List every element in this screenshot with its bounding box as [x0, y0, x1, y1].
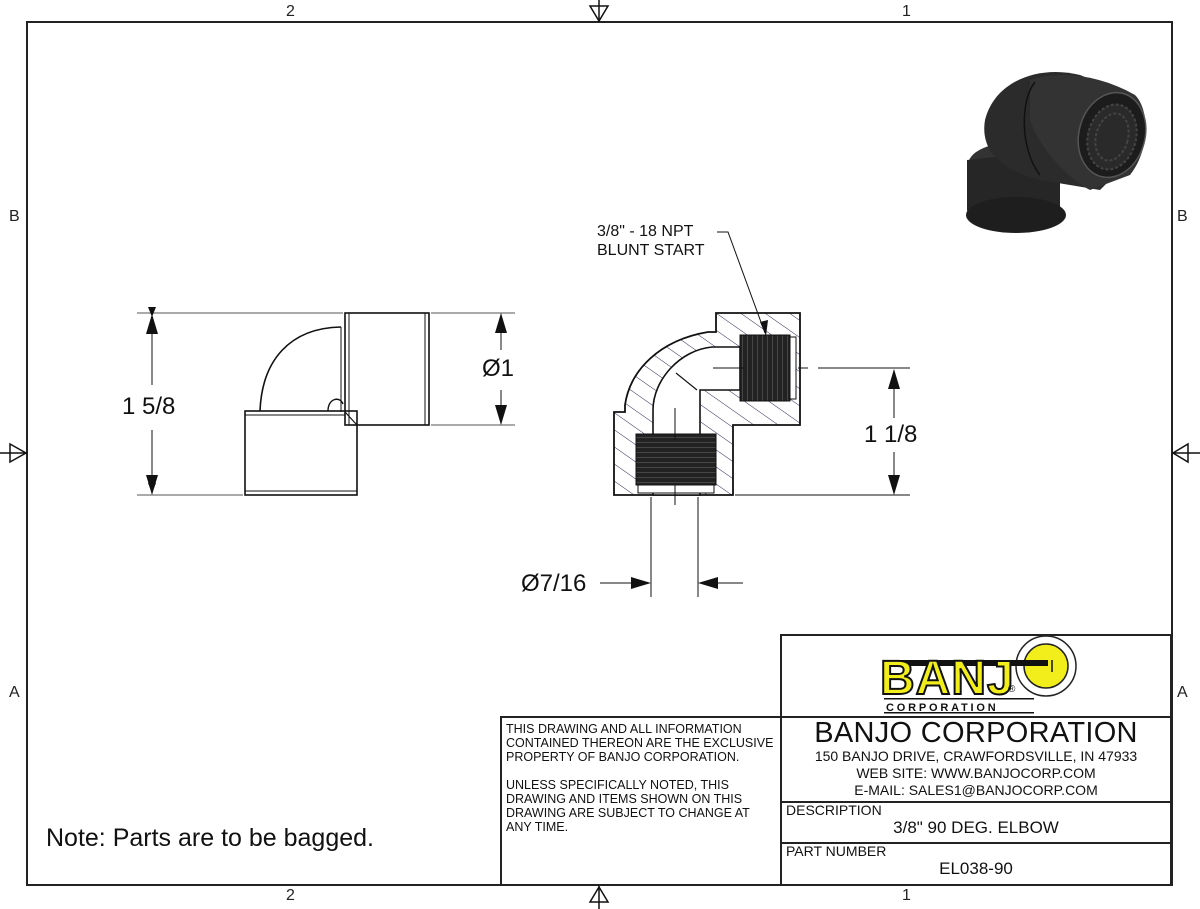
dim-center-height: 1 1/8 [864, 421, 918, 448]
side-view [137, 307, 515, 496]
disclaimer-cell: THIS DRAWING AND ALL INFORMATION CONTAIN… [500, 716, 782, 886]
dim-overall-height: 1 5/8 [122, 393, 176, 420]
thread-callout: 3/8" - 18 NPT BLUNT START [597, 222, 705, 260]
svg-text:CORPORATION: CORPORATION [886, 702, 998, 714]
banjo-logo-icon: BANJ ® CORPORATION [879, 635, 1077, 714]
description-label: DESCRIPTION [786, 802, 882, 818]
zone-label-bottom-1: 1 [902, 887, 911, 904]
zone-label-right-b: B [1177, 208, 1188, 225]
zone-label-top-1: 1 [902, 3, 911, 20]
description-cell: DESCRIPTION 3/8" 90 DEG. ELBOW [780, 801, 1172, 844]
elbow-3d-render-icon [966, 72, 1147, 233]
centering-mark-left [0, 442, 28, 464]
centering-mark-right [1171, 442, 1200, 464]
thread-callout-line2: BLUNT START [597, 242, 705, 259]
part-number-label: PART NUMBER [786, 843, 887, 859]
description-value: 3/8" 90 DEG. ELBOW [893, 818, 1059, 837]
company-email: E-MAIL: SALES1@BANJOCORP.COM [854, 782, 1098, 798]
svg-text:®: ® [1008, 684, 1016, 695]
centering-mark-top [588, 0, 610, 23]
disclaimer-ownership: THIS DRAWING AND ALL INFORMATION CONTAIN… [506, 722, 774, 764]
part-number-cell: PART NUMBER EL038-90 [780, 842, 1172, 886]
centering-mark-bottom [588, 885, 610, 909]
section-view [600, 231, 910, 597]
company-address: 150 BANJO DRIVE, CRAWFORDSVILLE, IN 4793… [814, 748, 1138, 764]
zone-label-top-2: 2 [286, 3, 295, 20]
zone-label-left-b: B [9, 208, 20, 225]
zone-label-right-a: A [1177, 684, 1188, 701]
part-number-value: EL038-90 [939, 859, 1013, 878]
logo-cell [780, 634, 1172, 718]
zone-label-bottom-2: 2 [286, 887, 295, 904]
company-name: BANJO CORPORATION [814, 717, 1138, 749]
dim-bore-diameter: Ø7/16 [521, 570, 587, 597]
zone-label-left-a: A [9, 684, 20, 701]
dim-outer-diameter: Ø1 [482, 355, 515, 382]
company-website: WEB SITE: WWW.BANJOCORP.COM [856, 765, 1096, 781]
disclaimer-change-notice: UNLESS SPECIFICALLY NOTED, THIS DRAWING … [506, 778, 750, 834]
svg-text:BANJ: BANJ [880, 652, 1015, 705]
company-info-cell: BANJO CORPORATION 150 BANJO DRIVE, CRAWF… [780, 716, 1172, 803]
drawing-note: Note: Parts are to be bagged. [46, 824, 374, 852]
thread-callout-line1: 3/8" - 18 NPT [597, 223, 694, 240]
